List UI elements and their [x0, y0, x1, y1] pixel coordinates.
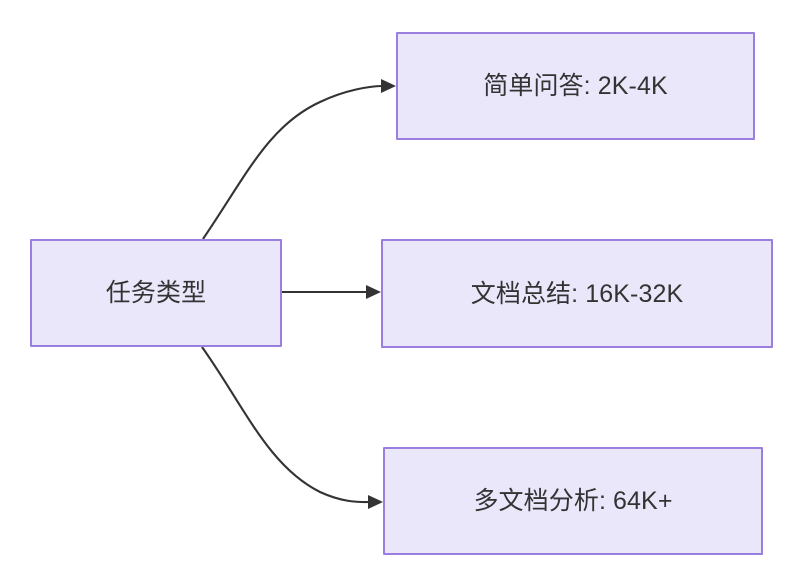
edge-root-to-child-2 — [201, 346, 383, 509]
edge-path-root-to-child-2 — [201, 346, 371, 504]
edge-path-root-to-child-0 — [202, 84, 384, 240]
node-document-summary-label: 文档总结: 16K-32K — [470, 279, 684, 308]
node-document-summary[interactable]: 文档总结: 16K-32K — [381, 239, 773, 348]
node-simple-qa-label: 简单问答: 2K-4K — [483, 72, 668, 100]
node-multi-document-analysis-label: 多文档分析: 64K+ — [473, 487, 673, 515]
node-multi-document-analysis[interactable]: 多文档分析: 64K+ — [383, 447, 763, 555]
arrow-head-child-1 — [366, 285, 381, 299]
node-root-label: 任务类型 — [105, 279, 207, 307]
edge-root-to-child-0 — [202, 79, 396, 240]
arrow-head-child-0 — [381, 79, 396, 93]
node-simple-qa[interactable]: 简单问答: 2K-4K — [396, 32, 755, 140]
node-root[interactable]: 任务类型 — [30, 239, 282, 347]
arrow-head-child-2 — [368, 495, 383, 509]
edge-root-to-child-1 — [282, 285, 381, 299]
